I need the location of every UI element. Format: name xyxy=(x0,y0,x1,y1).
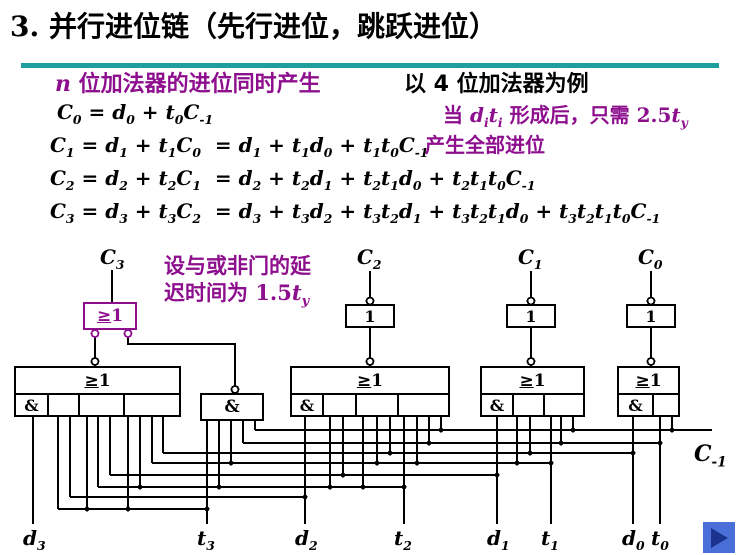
label-d0: d0 xyxy=(622,526,645,553)
note-gate-delay-line2: 迟时间为 1.5ty xyxy=(164,280,310,310)
formula-c3: C3 = d3 + t3C2 = d3 + t3d2 + t3t2d1 + t3… xyxy=(50,199,661,226)
label-t1: t1 xyxy=(541,526,559,553)
or-and-block-c2: ≥1 & xyxy=(290,366,450,417)
or-gate-label: ≥1 xyxy=(16,368,179,395)
and-cell xyxy=(49,395,80,415)
or-gate-label: ≥1 xyxy=(482,368,583,395)
and-cell xyxy=(399,395,448,415)
and-cell xyxy=(80,395,125,415)
label-c0: C0 xyxy=(638,245,663,272)
label-c-minus1: C-1 xyxy=(694,441,727,471)
and-cells-c0: & xyxy=(619,395,678,415)
label-t2: t2 xyxy=(394,526,412,553)
or-and-block-c3: ≥1 & xyxy=(14,366,181,417)
subtitle-left: n 位加法器的进位同时产生 xyxy=(55,71,321,97)
and-cell xyxy=(654,395,678,415)
label-c3: C3 xyxy=(100,245,125,272)
and-cells-c1: & xyxy=(482,395,583,415)
note-delay-line2: 产生全部进位 xyxy=(425,133,545,157)
label-t3: t3 xyxy=(197,526,215,553)
and-cell: & xyxy=(482,395,514,415)
inverter-label: 1 xyxy=(525,306,537,326)
and-cell xyxy=(125,395,179,415)
and-cell xyxy=(324,395,357,415)
pin-wires xyxy=(32,416,673,524)
junction-dots xyxy=(84,427,675,512)
formula-c2: C2 = d2 + t2C1 = d2 + t2d1 + t2t1d0 + t2… xyxy=(50,166,536,193)
label-d3: d3 xyxy=(23,526,46,553)
inverter-c2: 1 xyxy=(345,304,395,328)
formula-c1: C1 = d1 + t1C0 = d1 + t1d0 + t1t0C-1 xyxy=(50,133,429,160)
and-cell xyxy=(514,395,545,415)
and-cell: & xyxy=(292,395,324,415)
and-cell: & xyxy=(16,395,49,415)
label-d1: d1 xyxy=(487,526,510,553)
label-c2: C2 xyxy=(357,245,382,272)
or-and-block-c0: ≥1 & xyxy=(617,366,680,417)
or-gate-label: ≥1 xyxy=(292,368,448,395)
inverter-c0: 1 xyxy=(626,304,676,328)
divider-rule xyxy=(21,63,719,68)
or-gate-label: ≥1 xyxy=(619,368,678,395)
label-t0: t0 xyxy=(651,526,669,553)
or-and-block-c1: ≥1 & xyxy=(480,366,585,417)
note-delay-line1: 当 diti 形成后，只需 2.5ty xyxy=(443,103,688,130)
label-c1: C1 xyxy=(518,245,543,272)
and-cells-c2: & xyxy=(292,395,448,415)
and-cell: & xyxy=(619,395,654,415)
inverter-label: 1 xyxy=(364,306,376,326)
bus-wires xyxy=(58,429,712,510)
top-wires xyxy=(94,270,652,386)
and-gate-label: & xyxy=(224,397,240,417)
page-title: 3. 并行进位链（先行进位，跳跃进位） xyxy=(10,10,497,43)
and-cell xyxy=(545,395,583,415)
subtitle-right: 以 4 位加法器为例 xyxy=(404,72,589,97)
and-gate-5input: & xyxy=(200,393,264,421)
arrow-right-icon xyxy=(711,527,728,548)
nor-gate-c3: ≥1 xyxy=(83,302,137,330)
nor-gate-label: ≥1 xyxy=(96,306,124,326)
and-cells-c3: & xyxy=(16,395,179,415)
inverter-c1: 1 xyxy=(506,304,556,328)
and-cell xyxy=(357,395,399,415)
formula-c0: C0 = d0 + t0C-1 xyxy=(57,100,214,127)
next-slide-button[interactable] xyxy=(703,522,735,553)
note-gate-delay-line1: 设与或非门的延 xyxy=(164,254,311,278)
inverter-label: 1 xyxy=(645,306,657,326)
label-d2: d2 xyxy=(295,526,318,553)
